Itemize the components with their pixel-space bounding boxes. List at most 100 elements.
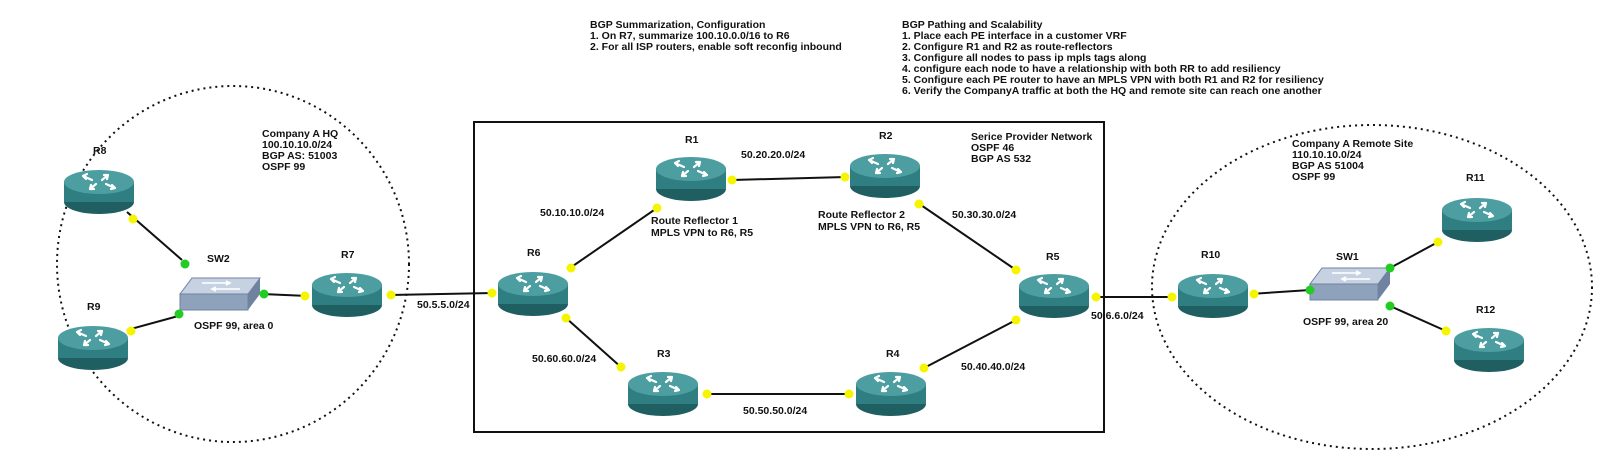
label-r7: R7 bbox=[341, 249, 355, 261]
link-r10-sw1 bbox=[1249, 289, 1311, 295]
remote-site-ospf: OSPF 99 bbox=[1292, 171, 1335, 183]
r2-note-1: Route Reflector 2 bbox=[818, 209, 905, 221]
label-r10: R10 bbox=[1201, 249, 1220, 261]
router-r5[interactable] bbox=[1017, 272, 1091, 320]
port-r5-r2 bbox=[1011, 265, 1021, 275]
link-r1-r2 bbox=[731, 176, 847, 181]
link-label-r1-r2: 50.20.20.0/24 bbox=[741, 149, 805, 161]
link-label-r6-r1: 50.10.10.0/24 bbox=[540, 207, 604, 219]
sw1-note: OSPF 99, area 20 bbox=[1303, 316, 1388, 328]
port-r10-sw1 bbox=[1249, 289, 1259, 299]
link-sw2-r7 bbox=[261, 293, 309, 297]
port-r3-r4 bbox=[702, 389, 712, 399]
port-sw1-r12 bbox=[1385, 301, 1395, 311]
pathing-line-5: 5. Configure each PE router to have an M… bbox=[902, 74, 1324, 86]
router-r3[interactable] bbox=[626, 370, 700, 418]
link-sw1-r11 bbox=[1389, 241, 1439, 269]
provider-ospf: OSPF 46 bbox=[971, 142, 1014, 154]
port-sw2-r9 bbox=[174, 309, 184, 319]
r1-note-1: Route Reflector 1 bbox=[651, 215, 738, 227]
port-r3-r6 bbox=[616, 362, 626, 372]
port-r6-r3 bbox=[561, 313, 571, 323]
label-sw1: SW1 bbox=[1336, 251, 1359, 263]
router-r1[interactable] bbox=[654, 155, 728, 203]
link-label-r6-r3: 50.60.60.0/24 bbox=[532, 353, 596, 365]
pathing-line-3: 3. Configure all nodes to pass ip mpls t… bbox=[902, 52, 1146, 64]
port-r5-r10 bbox=[1091, 292, 1101, 302]
switch-sw2[interactable] bbox=[179, 277, 261, 311]
port-r11-sw1 bbox=[1433, 237, 1443, 247]
link-label-r3-r4: 50.50.50.0/24 bbox=[743, 405, 807, 417]
summarization-line-1: 1. On R7, summarize 100.10.0.0/16 to R6 bbox=[590, 30, 790, 42]
port-r6-r1 bbox=[566, 263, 576, 273]
port-sw2-r7 bbox=[259, 289, 269, 299]
r2-note-2: MPLS VPN to R6, R5 bbox=[818, 221, 920, 233]
port-r9 bbox=[126, 326, 136, 336]
port-r6-r7 bbox=[487, 288, 497, 298]
port-r12-sw1 bbox=[1441, 326, 1451, 336]
label-sw2: SW2 bbox=[207, 253, 230, 265]
router-r8[interactable] bbox=[62, 168, 136, 216]
pathing-line-6: 6. Verify the CompanyA traffic at both t… bbox=[902, 85, 1322, 97]
pathing-title: BGP Pathing and Scalability bbox=[902, 19, 1043, 31]
label-r9: R9 bbox=[87, 301, 101, 313]
provider-network-box bbox=[473, 121, 1105, 433]
summarization-title: BGP Summarization, Configuration bbox=[590, 19, 765, 31]
remote-site-subnet: 110.10.10.0/24 bbox=[1292, 149, 1362, 161]
router-r9[interactable] bbox=[56, 324, 130, 372]
label-r8: R8 bbox=[93, 145, 107, 157]
label-r12: R12 bbox=[1476, 304, 1495, 316]
link-r6-r1 bbox=[569, 207, 658, 269]
remote-site-bgp: BGP AS 51004 bbox=[1292, 160, 1364, 172]
link-label-r7-r6: 50.5.5.0/24 bbox=[417, 299, 470, 311]
router-r11[interactable] bbox=[1440, 196, 1514, 244]
port-r8 bbox=[128, 214, 138, 224]
hq-site-name: Company A HQ bbox=[262, 128, 338, 140]
pathing-line-2: 2. Configure R1 and R2 as route-reflecto… bbox=[902, 41, 1113, 53]
port-r1-r2 bbox=[727, 175, 737, 185]
link-sw1-r12 bbox=[1389, 305, 1447, 332]
port-r10-r5 bbox=[1167, 292, 1177, 302]
sw2-note: OSPF 99, area 0 bbox=[194, 320, 274, 332]
port-r5-r4 bbox=[1011, 315, 1021, 325]
router-r10[interactable] bbox=[1176, 272, 1250, 320]
provider-name: Serice Provider Network bbox=[971, 131, 1093, 143]
label-r4: R4 bbox=[886, 348, 900, 360]
link-r7-r6 bbox=[389, 292, 494, 296]
router-r6[interactable] bbox=[496, 270, 570, 318]
hq-site-boundary bbox=[56, 85, 410, 443]
port-sw1-r10 bbox=[1305, 285, 1315, 295]
link-label-r2-r5: 50.30.30.0/24 bbox=[952, 209, 1016, 221]
label-r1: R1 bbox=[685, 134, 699, 146]
link-r2-r5 bbox=[917, 202, 1017, 271]
router-r12[interactable] bbox=[1452, 326, 1526, 374]
hq-site-ospf: OSPF 99 bbox=[262, 161, 305, 173]
router-r2[interactable] bbox=[848, 152, 922, 200]
summarization-line-2: 2. For all ISP routers, enable soft reco… bbox=[590, 41, 842, 53]
router-r4[interactable] bbox=[854, 370, 928, 418]
link-r6-r3 bbox=[565, 317, 623, 369]
links bbox=[126, 176, 1447, 395]
port-r2-r1 bbox=[840, 172, 850, 182]
remote-site-boundary bbox=[1151, 124, 1593, 450]
switch-sw1[interactable] bbox=[1309, 267, 1391, 301]
label-r5: R5 bbox=[1046, 251, 1060, 263]
port-r7-r6 bbox=[386, 290, 396, 300]
provider-bgp: BGP AS 532 bbox=[971, 153, 1031, 165]
port-r2-r5 bbox=[914, 199, 924, 209]
hq-site-subnet: 100.10.10.0/24 bbox=[262, 139, 332, 151]
link-r9-sw2 bbox=[126, 314, 183, 331]
label-r2: R2 bbox=[879, 130, 893, 142]
r1-note-2: MPLS VPN to R6, R5 bbox=[651, 227, 753, 239]
ports bbox=[126, 172, 1451, 399]
link-r4-r5 bbox=[923, 319, 1017, 369]
label-r11: R11 bbox=[1466, 172, 1485, 184]
port-r7-sw2 bbox=[300, 291, 310, 301]
port-sw1-r11 bbox=[1385, 263, 1395, 273]
link-label-r4-r5: 50.40.40.0/24 bbox=[961, 361, 1025, 373]
router-r7[interactable] bbox=[310, 271, 384, 319]
label-r3: R3 bbox=[657, 348, 671, 360]
port-r4-r5 bbox=[919, 363, 929, 373]
port-sw2-r8 bbox=[180, 259, 190, 269]
